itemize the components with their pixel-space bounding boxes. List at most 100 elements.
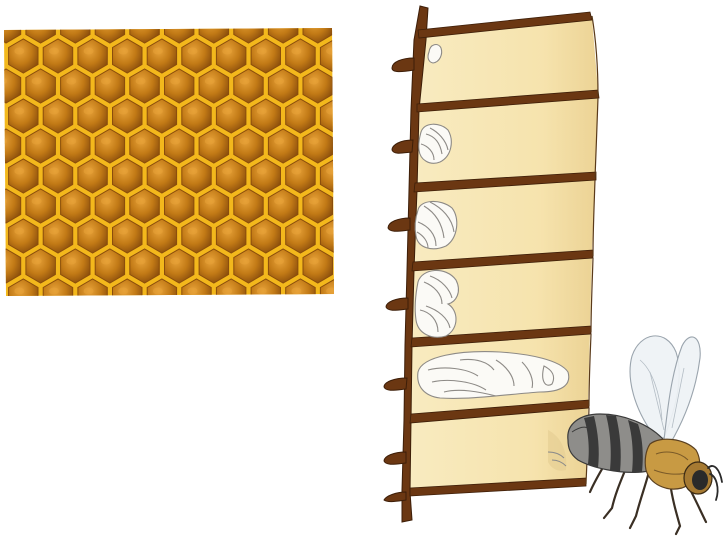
honeycomb-cell bbox=[286, 0, 316, 13]
honeycomb-cell-highlight bbox=[118, 348, 128, 355]
honeycomb-cell bbox=[355, 279, 385, 313]
honeycomb-cell bbox=[199, 309, 229, 343]
honeycomb-cell bbox=[303, 309, 333, 343]
honeycomb-cell-highlight bbox=[153, 288, 163, 295]
honeycomb-cell-highlight bbox=[309, 18, 319, 25]
honeycomb-cell-highlight bbox=[0, 18, 7, 25]
honeycomb-cell bbox=[355, 159, 385, 193]
honeycomb-cell-highlight bbox=[222, 168, 232, 175]
honeycomb-cell-highlight bbox=[257, 348, 267, 355]
honeycomb-cell-highlight bbox=[240, 138, 250, 145]
honeycomb-cell bbox=[355, 339, 385, 373]
honeycomb-cell-highlight bbox=[170, 138, 180, 145]
honeycomb-cell-highlight bbox=[49, 168, 59, 175]
honeycomb-cell-highlight bbox=[153, 168, 163, 175]
honeycomb-cell-highlight bbox=[222, 108, 232, 115]
honeycomb-cell-highlight bbox=[136, 18, 146, 25]
honeycomb-cell-highlight bbox=[84, 288, 94, 295]
honeycomb-cell bbox=[216, 339, 246, 373]
honeycomb-cell-highlight bbox=[343, 198, 353, 205]
honeycomb-panel bbox=[0, 0, 384, 373]
honeycomb-cell bbox=[0, 159, 3, 193]
honeycomb-cell-highlight bbox=[222, 228, 232, 235]
honeycomb-cell-highlight bbox=[205, 258, 215, 265]
honeycomb-cell-highlight bbox=[32, 258, 42, 265]
honeycomb-cell-highlight bbox=[309, 78, 319, 85]
honeycomb-cell bbox=[147, 0, 176, 13]
honeycomb-cell-highlight bbox=[309, 138, 319, 145]
honeycomb-cell-highlight bbox=[49, 108, 59, 115]
honeycomb-cells bbox=[0, 0, 384, 373]
honeycomb-cell-highlight bbox=[49, 288, 59, 295]
honeycomb-cell bbox=[0, 339, 3, 373]
honeycomb-cell-highlight bbox=[257, 108, 267, 115]
honeycomb-cell-highlight bbox=[101, 138, 111, 145]
honeycomb-cell-highlight bbox=[291, 108, 301, 115]
honeycomb-cell bbox=[355, 0, 385, 13]
honeycomb-cell bbox=[286, 339, 316, 373]
honeycomb-cell-highlight bbox=[188, 168, 198, 175]
honeycomb-cell-highlight bbox=[309, 258, 319, 265]
honeycomb-cell-highlight bbox=[153, 228, 163, 235]
honeycomb-cell-highlight bbox=[0, 318, 7, 325]
honeycomb-cell bbox=[182, 339, 211, 373]
honeycomb-cell-highlight bbox=[32, 18, 42, 25]
honeycomb-cell-highlight bbox=[66, 18, 76, 25]
honeycomb-cell-highlight bbox=[136, 78, 146, 85]
honeycomb-cell-highlight bbox=[170, 258, 180, 265]
honeycomb-cell-highlight bbox=[343, 258, 353, 265]
honeycomb-cell-highlight bbox=[240, 18, 250, 25]
brood-cell-cross-section bbox=[384, 6, 599, 522]
honeycomb-cell-highlight bbox=[32, 138, 42, 145]
honeycomb-cell bbox=[182, 0, 211, 13]
honeycomb-cell bbox=[268, 309, 298, 343]
honeycomb-cell-highlight bbox=[274, 138, 284, 145]
brood-young-larva bbox=[419, 124, 452, 163]
honeycomb-cell bbox=[43, 0, 72, 13]
honeycomb-cell-highlight bbox=[326, 288, 336, 295]
honeycomb-cell-highlight bbox=[49, 228, 59, 235]
honeycomb-cell-highlight bbox=[101, 258, 111, 265]
honeycomb-cell bbox=[9, 339, 38, 373]
honeycomb-cell-highlight bbox=[14, 348, 24, 355]
honeycomb-cell-highlight bbox=[257, 48, 267, 55]
honeycomb-cell-highlight bbox=[153, 348, 163, 355]
honeycomb-cell-highlight bbox=[240, 198, 250, 205]
honeycomb-cell-highlight bbox=[257, 228, 267, 235]
honeycomb-cell-highlight bbox=[170, 198, 180, 205]
honeycomb-cell bbox=[147, 339, 176, 373]
honeycomb-cell-highlight bbox=[188, 288, 198, 295]
honeycomb-cell-highlight bbox=[101, 198, 111, 205]
honeycomb-cell-highlight bbox=[101, 78, 111, 85]
honeycomb-cell-highlight bbox=[291, 288, 301, 295]
honeycomb-cell-highlight bbox=[84, 108, 94, 115]
honeycomb-cell-highlight bbox=[170, 78, 180, 85]
honeycomb-cell-highlight bbox=[343, 318, 353, 325]
honeycomb-cell-highlight bbox=[205, 198, 215, 205]
honeycomb-cell bbox=[9, 0, 38, 13]
honeycomb-cell-highlight bbox=[274, 258, 284, 265]
honeycomb-cell-highlight bbox=[136, 318, 146, 325]
honeycomb-cell-highlight bbox=[84, 48, 94, 55]
honeycomb-cell-highlight bbox=[170, 318, 180, 325]
honeycomb-cell bbox=[251, 0, 280, 13]
honeycomb-cell-highlight bbox=[361, 228, 371, 235]
honeycomb-cell bbox=[355, 39, 385, 73]
honeycomb-cell-highlight bbox=[32, 78, 42, 85]
honeycomb-cell bbox=[338, 129, 367, 163]
honeycomb-cell-highlight bbox=[153, 48, 163, 55]
honeycomb-cell bbox=[0, 99, 3, 133]
honeycomb-cell-highlight bbox=[118, 228, 128, 235]
honeycomb-cell-highlight bbox=[136, 258, 146, 265]
honeycomb-cell-highlight bbox=[84, 228, 94, 235]
honeycomb-cell-highlight bbox=[222, 348, 232, 355]
honeycomb-cell bbox=[251, 339, 280, 373]
honeycomb-cell-highlight bbox=[205, 318, 215, 325]
honeycomb-cell bbox=[113, 339, 143, 373]
honeycomb-cell-highlight bbox=[84, 168, 94, 175]
honeycomb-cell-highlight bbox=[205, 138, 215, 145]
bee-head bbox=[684, 462, 712, 494]
honeycomb-cell-highlight bbox=[326, 228, 336, 235]
honeycomb-cell-highlight bbox=[118, 108, 128, 115]
